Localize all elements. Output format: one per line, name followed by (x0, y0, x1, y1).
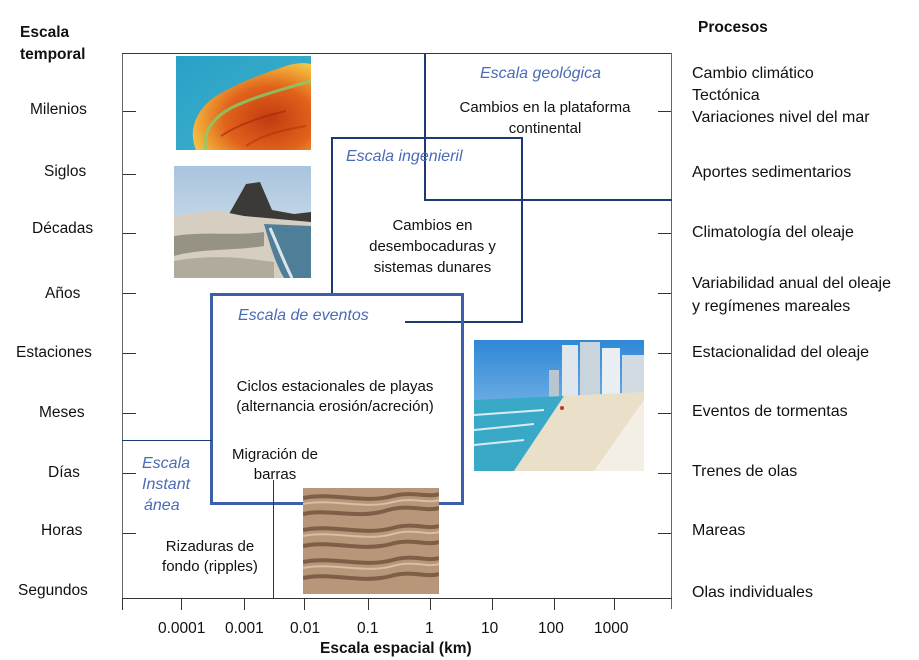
ingenieril-title: Escala ingenieril (346, 148, 463, 165)
x-tick (554, 598, 555, 610)
instantanea-right-line (273, 480, 274, 598)
geologica-desc: Cambios en la plataforma continental (459, 99, 631, 137)
frame-top-line (122, 53, 672, 54)
process-item: Cambio climático (692, 65, 814, 82)
x-tick (368, 598, 369, 610)
x-tick (492, 598, 493, 610)
ingenieril-right-line (521, 137, 523, 323)
eventos-title: Escala de eventos (238, 307, 369, 324)
y-tick (122, 413, 136, 414)
geologica-horizontal-line (424, 199, 672, 201)
migracion-label: Migración de barras (232, 446, 318, 483)
x-axis-title: Escala espacial (km) (320, 640, 472, 657)
ingenieril-bottom-line (405, 321, 523, 323)
x-label: 0.1 (357, 620, 379, 637)
x-tick (244, 598, 245, 610)
geologica-title: Escala geológica (480, 65, 601, 82)
y-tick-right (658, 111, 672, 112)
y-label-anos: Años (45, 285, 81, 302)
x-tick (122, 598, 123, 610)
y-tick (122, 473, 136, 474)
y-tick-right (658, 353, 672, 354)
eventos-desc: Ciclos estacionales de playas (alternanc… (236, 378, 434, 415)
satellite-terrain-image (176, 56, 311, 150)
y-label-estaciones: Estaciones (16, 344, 92, 361)
process-item: Variabilidad anual del oleaje (692, 275, 891, 292)
ingenieril-desc: Cambios en desembocaduras y sistemas dun… (369, 217, 496, 276)
x-label: 1000 (594, 620, 629, 637)
y-tick (122, 293, 136, 294)
beach-hotels-image (474, 340, 644, 471)
process-item: Tectónica (692, 87, 760, 104)
y-tick-right (658, 293, 672, 294)
process-item: Eventos de tormentas (692, 403, 848, 420)
geologica-vertical-line (424, 53, 426, 201)
y-label-dias: Días (48, 464, 80, 481)
x-tick (181, 598, 182, 610)
sand-ripples-image (303, 488, 439, 594)
y-tick (122, 533, 136, 534)
process-item: Olas individuales (692, 584, 813, 601)
x-label: 0.0001 (158, 620, 206, 637)
y-label-segundos: Segundos (18, 582, 88, 599)
instantanea-title: Escala Instant ánea (142, 455, 191, 514)
x-label: 100 (538, 620, 564, 637)
y-label-meses: Meses (39, 404, 85, 421)
y-label-siglos: Siglos (44, 163, 87, 180)
x-tick (304, 598, 305, 610)
y-tick (122, 111, 136, 112)
x-label: 0.01 (290, 620, 321, 637)
process-item: Variaciones nivel del mar (692, 109, 870, 126)
y-tick (122, 174, 136, 175)
frame-left-line (122, 53, 123, 609)
processes-title: Procesos (698, 19, 768, 36)
process-item: Estacionalidad del oleaje (692, 344, 870, 361)
process-item: Mareas (692, 522, 746, 539)
y-label-milenios: Milenios (30, 101, 87, 118)
y-tick (122, 233, 136, 234)
process-item: Climatología del oleaje (692, 224, 854, 241)
x-label: 10 (481, 620, 499, 637)
process-item: y regímenes mareales (692, 298, 851, 315)
x-tick (614, 598, 615, 610)
y-tick-right (658, 473, 672, 474)
x-label: 1 (425, 620, 434, 637)
y-tick-right (658, 233, 672, 234)
y-tick-right (658, 413, 672, 414)
y-tick-right (658, 533, 672, 534)
y-label-decadas: Décadas (32, 220, 94, 237)
instantanea-desc: Rizaduras de fondo (ripples) (162, 538, 258, 575)
y-tick (122, 353, 136, 354)
y-axis-title: Escala temporal (20, 24, 86, 63)
instantanea-top-line (122, 440, 212, 441)
x-label: 0.001 (225, 620, 264, 637)
process-item: Aportes sedimentarios (692, 164, 852, 181)
y-label-horas: Horas (41, 522, 83, 539)
ingenieril-left-line (331, 137, 333, 295)
dune-coast-image (174, 166, 311, 278)
ingenieril-top-line (331, 137, 523, 139)
x-tick (430, 598, 431, 610)
frame-right-line (671, 53, 672, 609)
process-item: Trenes de olas (692, 463, 798, 480)
x-axis-line (122, 598, 672, 599)
